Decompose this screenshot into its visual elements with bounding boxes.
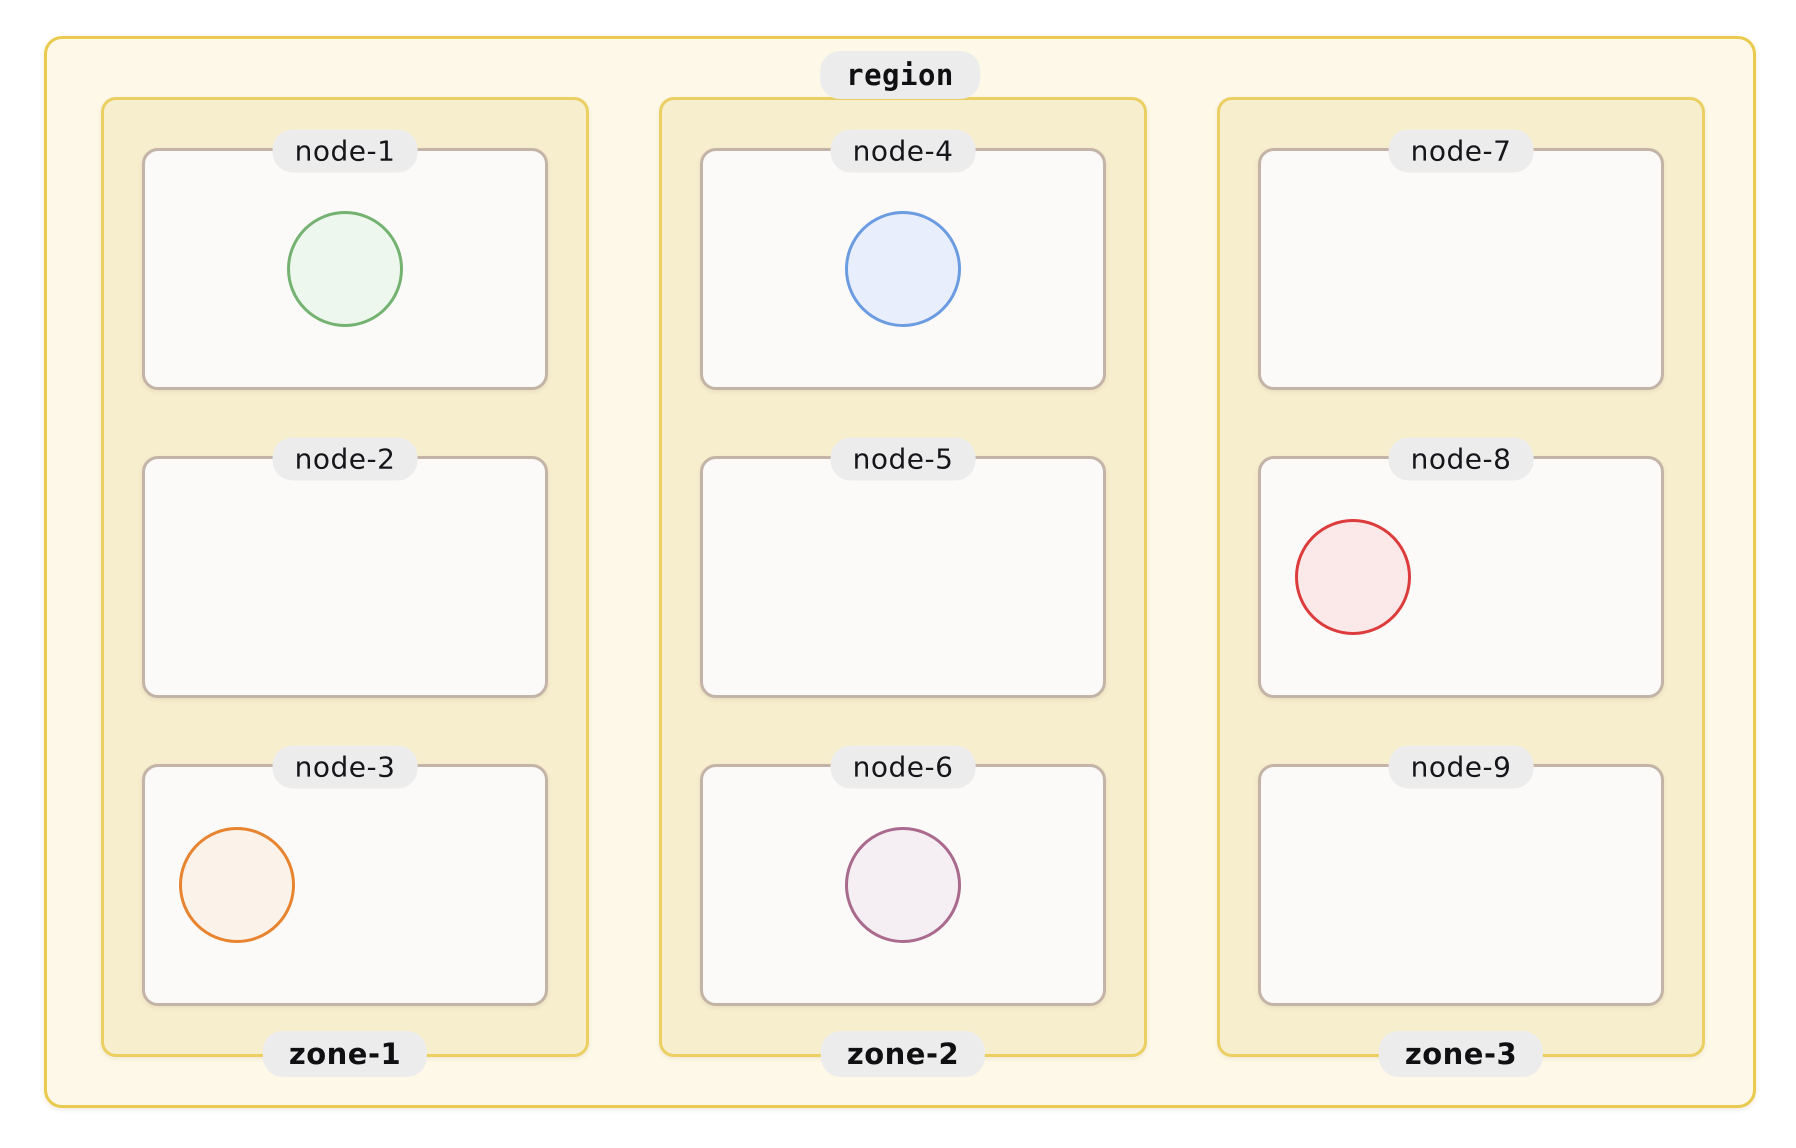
node-shape-circle-8 bbox=[1295, 519, 1411, 635]
nodes-column-2: node-4 node-5 node-6 bbox=[700, 129, 1106, 1006]
node-label-9: node-9 bbox=[1388, 745, 1534, 789]
node-label-5: node-5 bbox=[830, 437, 976, 481]
node-label-6: node-6 bbox=[830, 745, 976, 789]
zone-label-3: zone-3 bbox=[1378, 1031, 1544, 1077]
node-label-1: node-1 bbox=[272, 129, 418, 173]
zone-label-1: zone-1 bbox=[262, 1031, 428, 1077]
node-box-4[interactable]: node-4 bbox=[700, 129, 1106, 390]
node-label-7: node-7 bbox=[1388, 129, 1534, 173]
zone-label-2: zone-2 bbox=[820, 1031, 986, 1077]
node-label-2: node-2 bbox=[272, 437, 418, 481]
node-box-7[interactable]: node-7 bbox=[1258, 129, 1664, 390]
nodes-column-1: node-1 node-2 node-3 bbox=[142, 129, 548, 1006]
node-box-8[interactable]: node-8 bbox=[1258, 437, 1664, 698]
node-box-1[interactable]: node-1 bbox=[142, 129, 548, 390]
nodes-column-3: node-7 node-8 node-9 bbox=[1258, 129, 1664, 1006]
zones-row: node-1 node-2 node-3 zone-1 bbox=[101, 97, 1705, 1077]
region-label: region bbox=[820, 51, 980, 99]
node-shape-circle-1 bbox=[287, 211, 403, 327]
node-shape-circle-6 bbox=[845, 827, 961, 943]
node-shape-circle-4 bbox=[845, 211, 961, 327]
node-box-5[interactable]: node-5 bbox=[700, 437, 1106, 698]
node-label-3: node-3 bbox=[272, 745, 418, 789]
node-box-3[interactable]: node-3 bbox=[142, 745, 548, 1006]
node-label-8: node-8 bbox=[1388, 437, 1534, 481]
node-shape-circle-3 bbox=[179, 827, 295, 943]
zone-cluster-3[interactable]: node-7 node-8 node-9 zone-3 bbox=[1217, 97, 1705, 1077]
node-box-6[interactable]: node-6 bbox=[700, 745, 1106, 1006]
zone-cluster-1[interactable]: node-1 node-2 node-3 zone-1 bbox=[101, 97, 589, 1077]
node-box-9[interactable]: node-9 bbox=[1258, 745, 1664, 1006]
node-box-2[interactable]: node-2 bbox=[142, 437, 548, 698]
node-label-4: node-4 bbox=[830, 129, 976, 173]
region-cluster[interactable]: region node-1 node-2 node-3 bbox=[44, 36, 1756, 1108]
zone-cluster-2[interactable]: node-4 node-5 node-6 zone-2 bbox=[659, 97, 1147, 1077]
